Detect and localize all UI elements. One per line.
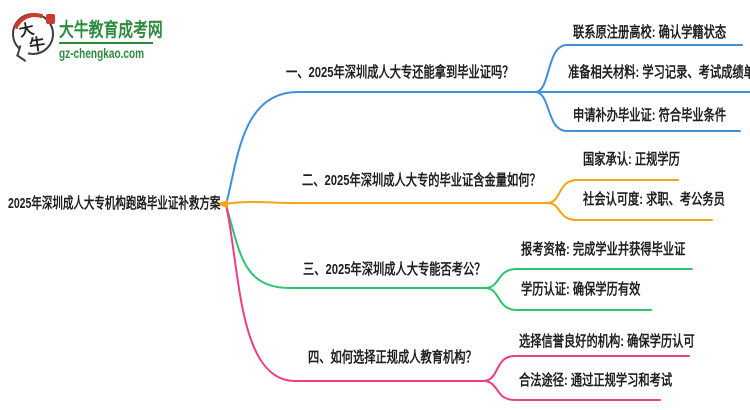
branch-1-leaf-1: 联系原注册高校: 确认学籍状态 xyxy=(573,24,727,41)
branch-1-leaf-3: 申请补办毕业证: 符合毕业条件 xyxy=(573,107,727,124)
branch-3-title: 三、2025年深圳成人大专能否考公？ xyxy=(303,261,486,278)
branch-4-leaf-1-connector xyxy=(482,355,690,382)
branch-1-title: 一、2025年深圳成人大专还能拿到毕业证吗？ xyxy=(286,64,514,81)
site-url: gz-chengkao.com xyxy=(59,45,145,61)
branch-3-leaf-2: 学历认证: 确保学历有效 xyxy=(521,281,641,298)
branch-2-title: 二、2025年深圳成人大专的毕业证含金量如何？ xyxy=(302,172,541,189)
logo-glyph-niu: 牛 xyxy=(28,35,47,56)
branch-2-leaf-1: 国家承认: 正规学历 xyxy=(583,151,680,168)
branch-1-connector xyxy=(225,91,536,206)
branch-3-leaf-1: 报考资格: 完成学业并获得毕业证 xyxy=(521,241,686,258)
branch-2-leaf-2-connector xyxy=(546,202,713,221)
branch-3-connector xyxy=(225,204,486,289)
logo-bubble-icon: 大 牛 xyxy=(4,5,66,67)
logo-divider xyxy=(59,42,153,44)
branch-1-leaf-1-connector xyxy=(534,44,743,93)
branch-4-leaf-2: 合法途径: 通过正规学习和考试 xyxy=(519,372,673,389)
branch-3-leaf-1-connector xyxy=(484,268,693,289)
branch-2-leaf-2: 社会认可度: 求职、考公务员 xyxy=(583,191,725,208)
site-logo: 大 牛 大牛教育成考网 gz-chengkao.com xyxy=(4,5,192,67)
branch-2-leaf-1-connector xyxy=(546,179,679,204)
branch-3-leaf-2-connector xyxy=(484,287,652,311)
branch-4-connector xyxy=(225,204,484,382)
branch-1-leaf-3-connector xyxy=(534,91,741,132)
branch-4-leaf-2-connector xyxy=(482,380,661,401)
root-arrow-icon xyxy=(216,200,228,208)
branch-4-leaf-1: 选择信誉良好的机构: 确保学历认可 xyxy=(519,333,695,350)
central-topic: 2025年深圳成人大专机构跑路毕业证补救方案 xyxy=(8,195,221,212)
branch-1-leaf-2: 准备相关材料: 学习记录、考试成绩单 xyxy=(568,64,750,81)
branch-2-connector xyxy=(223,200,548,205)
branch-4-title: 四、如何选择正规成人教育机构？ xyxy=(308,349,477,366)
site-name: 大牛教育成考网 xyxy=(59,20,163,41)
logo-seal-icon xyxy=(46,14,55,24)
